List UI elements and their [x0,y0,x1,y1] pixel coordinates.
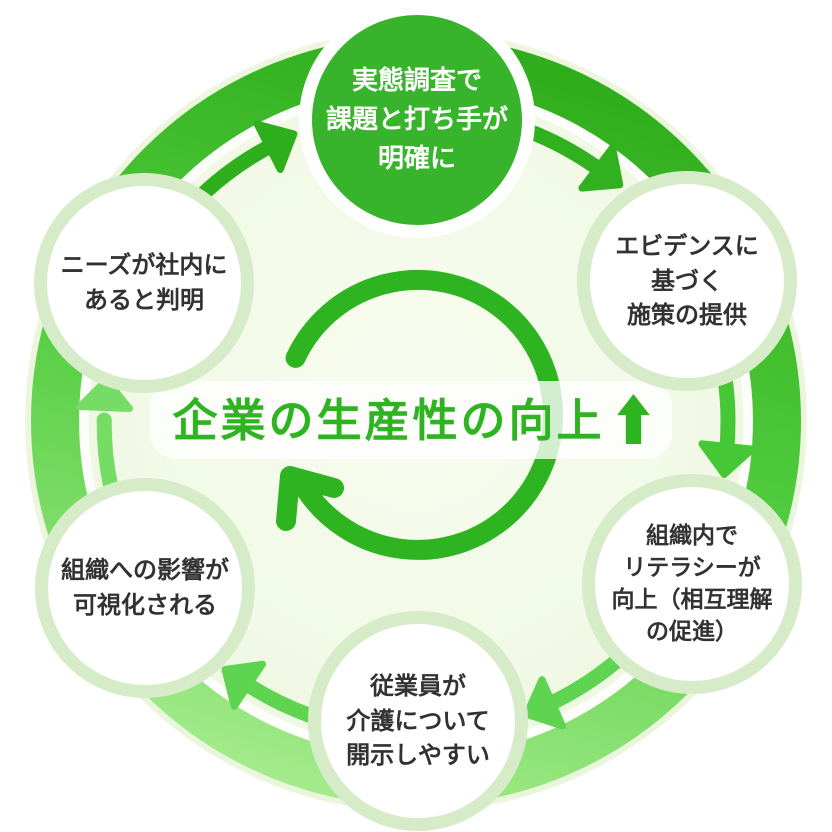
node-label: ニーズが社内に あると判明 [60,251,228,314]
center-title: 企業の生産性の向上 [172,393,605,447]
node-label: 従業員が 介護について 開示しやすい [346,671,490,770]
flow-arrow-topleft-to-top-icon [195,120,298,202]
node-bottom-disclosure: 従業員が 介護について 開示しやすい [308,611,528,831]
node-bottomleft-visualization: 組織への影響が 可視化される [35,478,255,698]
node-label: 組織内で リテラシーが 向上（相互理解 の促進） [611,522,773,646]
node-label: 実態調査で 課題と打ち手が 明確に [325,65,508,174]
node-bottomright-literacy: 組織内で リテラシーが 向上（相互理解 の促進） [582,474,802,694]
center-banner: 企業の生産性の向上 [150,381,672,459]
node-top-survey: 実態調査で 課題と打ち手が 明確に [299,2,535,238]
node-label: エビデンスに 基づく 施策の提供 [615,231,759,330]
up-arrow-icon [616,393,650,444]
flow-arrow-bottom-to-bottomleft-icon [221,660,317,723]
node-topleft-needs: ニーズが社内に あると判明 [34,173,254,393]
node-label: 組織への影響が 可視化される [61,556,229,619]
flow-arrow-bottomright-to-bottom-icon [523,653,625,730]
node-topright-evidence: エビデンスに 基づく 施策の提供 [577,171,797,391]
